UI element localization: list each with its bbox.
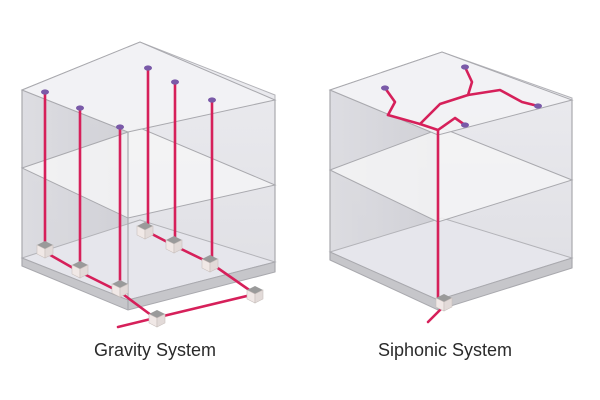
siphonic-branch-middle (436, 116, 467, 132)
collector-box-icon (36, 241, 54, 259)
collector-box-icon (111, 280, 129, 298)
roof-drain-icon (208, 97, 216, 103)
siphonic-branch-1 (383, 86, 397, 117)
roof-drain-icon (144, 65, 152, 71)
gravity-cross-run (153, 292, 257, 320)
collector-box-icon (136, 222, 154, 240)
gravity-collector-boxes (36, 222, 264, 328)
roof-drain-icon (534, 103, 542, 109)
siphonic-building (328, 51, 574, 311)
gravity-collector-run-back (146, 230, 257, 296)
roof-drain-icon (76, 105, 84, 111)
gravity-system-caption: Gravity System (93, 340, 217, 360)
roof-drain-icon (171, 79, 179, 85)
collector-box-icon (165, 236, 183, 254)
siphonic-branch-right (466, 88, 540, 108)
roof-drain-icon (381, 85, 389, 91)
gravity-collector-run-front (43, 250, 157, 320)
roof-drain-icon (41, 89, 49, 95)
siphonic-pipes (383, 65, 540, 324)
gravity-roof-drains (41, 65, 216, 130)
roof-drain-icon (461, 122, 469, 128)
roof-drain-icon (461, 64, 469, 70)
roof-drain-icon (116, 124, 124, 130)
gravity-pipes (43, 66, 257, 329)
collector-box-icon (201, 255, 219, 273)
siphonic-system-caption: Siphonic System (377, 340, 513, 360)
siphonic-roof-drains (381, 64, 542, 128)
collector-box-icon (435, 294, 453, 312)
collector-box-icon (246, 286, 264, 304)
collector-box-icon (71, 261, 89, 279)
collector-box-icon (148, 310, 166, 328)
siphonic-outlet-pipe (426, 306, 444, 324)
